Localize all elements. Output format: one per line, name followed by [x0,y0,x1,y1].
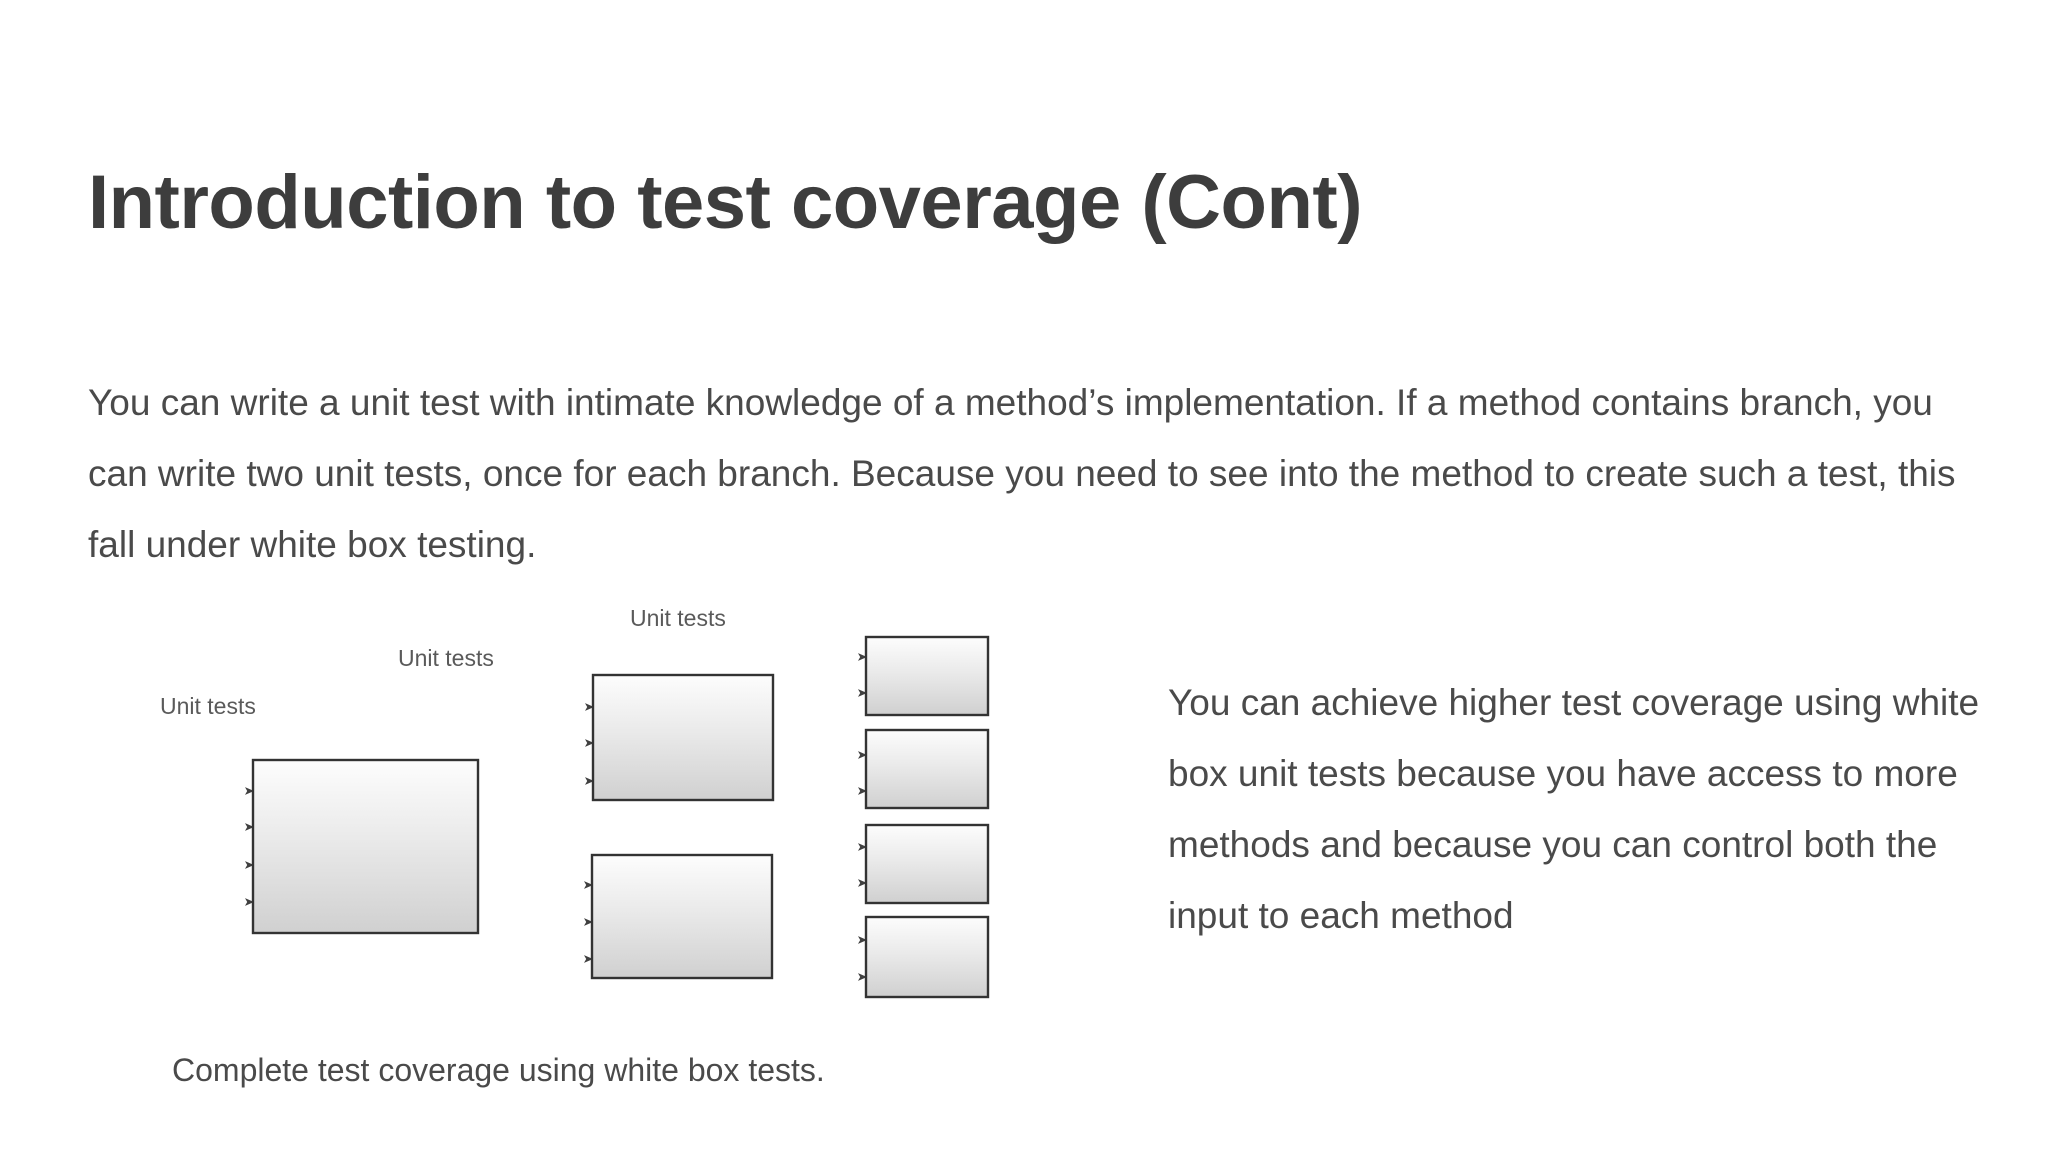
diagram-graphic [145,635,990,999]
leaf-method-box-1 [864,635,990,717]
unit-tests-label: Unit tests [630,605,726,631]
branch-method-box-top [591,673,775,802]
right-column-paragraph: You can achieve higher test coverage usi… [1168,682,1980,936]
diagram-box-layer [251,635,990,999]
root-method-box [251,758,480,935]
leaf-method-box-2 [864,728,990,810]
leaf-method-box-3 [864,823,990,905]
diagram-arrow-layer [145,653,867,981]
diagram-caption: Complete test coverage using white box t… [172,1052,825,1088]
leaf-method-box-4 [864,915,990,999]
unit-tests-label: Unit tests [398,645,494,671]
unit-tests-label: Unit tests [160,693,256,719]
page-title: Introduction to test coverage (Cont) [88,159,1363,245]
body-paragraph: You can write a unit test with intimate … [88,382,1956,565]
branch-method-box-bottom [590,853,774,980]
